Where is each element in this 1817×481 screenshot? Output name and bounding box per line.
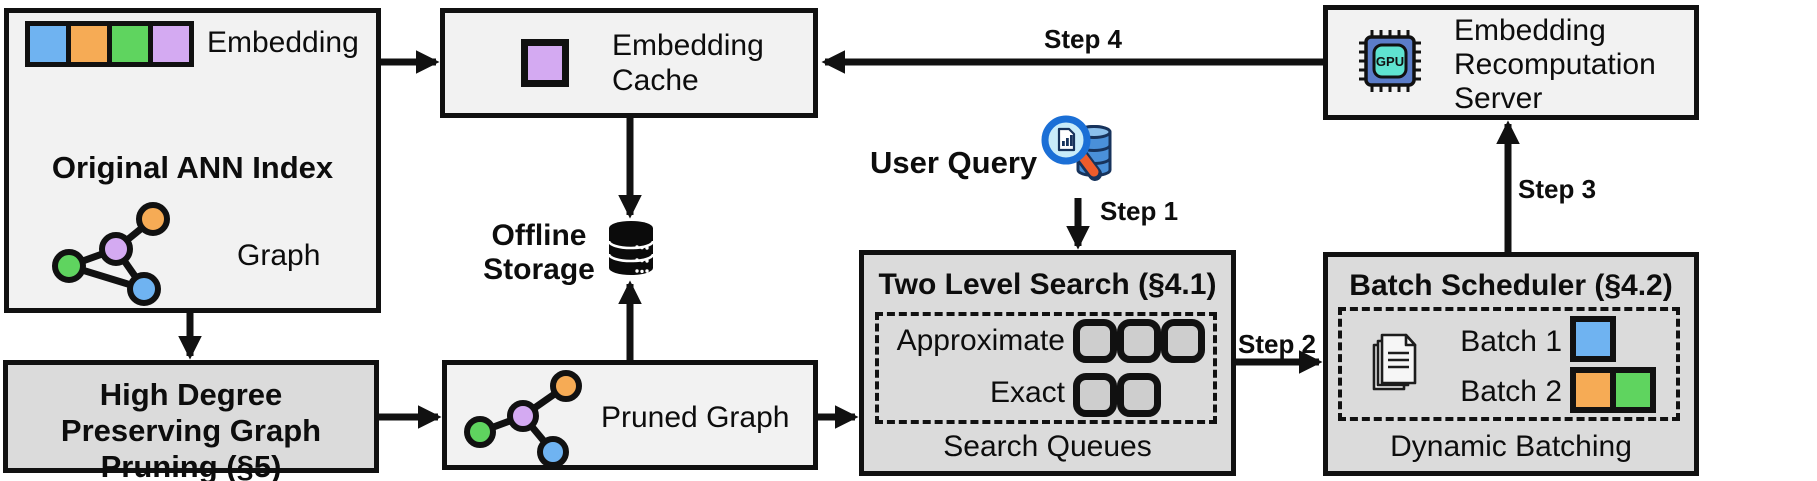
two-level-search-box: Two Level Search (§4.1) Approximate Exac… (859, 250, 1236, 476)
exact-label: Exact (989, 376, 1065, 409)
gpu-chip-icon: GPU (1359, 30, 1421, 92)
step4-label: Step 4 (1043, 24, 1123, 54)
documents-icon (1372, 333, 1417, 391)
embedding-cell-blue (30, 26, 66, 62)
cached-embedding-icon (521, 39, 569, 87)
batch-scheduler-box: Batch Scheduler (§4.2) Batch 1 Ba (1323, 252, 1699, 476)
embedding-cell-orange (71, 26, 107, 62)
queue-slot (1161, 319, 1205, 363)
original-ann-index-title: Original ANN Index (51, 150, 334, 185)
pruned-graph-label: Pruned Graph (601, 401, 790, 434)
ann-graph-icon (52, 202, 170, 306)
embedding-vector-icon (25, 21, 194, 67)
exact-queue-slots (1073, 373, 1161, 417)
search-queues-footer: Search Queues (943, 430, 1152, 463)
embedding-label: Embedding (207, 26, 359, 59)
embedding-cell-purple (153, 26, 189, 62)
graph-pruning-box: High Degree Preserving Graph Pruning (§5… (3, 360, 379, 481)
offline-storage-database-icon (607, 221, 655, 275)
batch2-cell-green (1616, 373, 1650, 407)
pruned-graph-icon (464, 370, 582, 465)
dynamic-batching-footer: Dynamic Batching (1390, 430, 1632, 463)
batch1-cell-blue (1576, 322, 1610, 356)
recomputation-server-label: Embedding Recomputation Server (1454, 14, 1656, 115)
approximate-queue-slots (1073, 319, 1205, 363)
batch2-cell-orange (1576, 373, 1610, 407)
step2-label: Step 2 (1237, 329, 1317, 359)
batch2-label: Batch 2 (1460, 375, 1562, 408)
recomputation-server-box: GPU Embedding Recomputation Server (1323, 5, 1699, 120)
queue-slot (1073, 319, 1117, 363)
step1-label: Step 1 (1100, 196, 1179, 226)
embedding-cache-box: Embedding Cache (440, 8, 818, 118)
batch2-embedding-icon (1570, 367, 1656, 413)
user-query-icon (1041, 115, 1112, 181)
embedding-cache-label: Embedding Cache (612, 29, 764, 97)
queue-slot (1117, 373, 1161, 417)
search-queues-panel: Approximate Exact (875, 312, 1217, 424)
queue-slot (1073, 373, 1117, 417)
gpu-chip-text: GPU (1376, 54, 1404, 69)
graph-label: Graph (237, 239, 321, 272)
user-query-label: User Query (870, 145, 1038, 180)
batch1-embedding-icon (1570, 316, 1616, 362)
two-level-search-title: Two Level Search (§4.1) (878, 268, 1217, 301)
embedding-cell-green (112, 26, 148, 62)
batch1-label: Batch 1 (1460, 325, 1562, 358)
offline-storage-label: Offline Storage (483, 219, 595, 286)
queue-slot (1117, 319, 1161, 363)
dynamic-batching-panel: Batch 1 Batch 2 (1338, 307, 1680, 421)
pruned-graph-box: Pruned Graph (442, 360, 818, 470)
graph-pruning-title: High Degree Preserving Graph Pruning (§5… (60, 377, 322, 481)
batch-scheduler-title: Batch Scheduler (§4.2) (1349, 269, 1673, 302)
approximate-label: Approximate (896, 324, 1065, 357)
original-ann-index-box: Embedding Original ANN Index Graph (4, 8, 381, 313)
step3-label: Step 3 (1518, 174, 1597, 204)
